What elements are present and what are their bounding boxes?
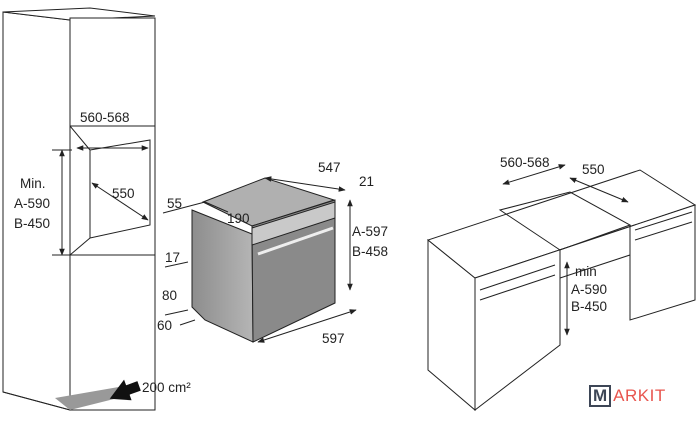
base-cabinet: 560-568 550 min A-590 B-450: [426, 155, 697, 412]
base-height-a: A-590: [571, 282, 607, 297]
oven-height-a: A-597: [352, 224, 388, 239]
oven: 547 21 55 190 A-597 B-458 597 17 80 60: [157, 160, 388, 346]
oven-depth: 547: [318, 160, 341, 175]
logo-box: M: [589, 385, 612, 407]
oven-front-offset: 21: [359, 174, 374, 189]
column-cabinet: 560-568 550 Min. A-590 B-450 200 cm²: [2, 7, 191, 411]
oven-dim-80: 80: [162, 288, 177, 303]
oven-height-b: B-458: [352, 244, 388, 259]
logo-text: ARKIT: [613, 386, 666, 405]
base-niche-depth: 550: [582, 162, 605, 177]
column-height-label: Min.: [20, 176, 46, 191]
base-height-label: min: [575, 264, 597, 279]
oven-side-offset: 55: [167, 196, 182, 211]
column-height-b: B-450: [14, 216, 50, 231]
vent-area: 200 cm²: [142, 380, 191, 395]
oven-dim-17: 17: [165, 250, 180, 265]
column-height-a: A-590: [14, 196, 50, 211]
column-niche-width: 560-568: [80, 110, 130, 125]
base-niche-width: 560-568: [500, 155, 550, 170]
oven-cable: 190: [227, 211, 250, 226]
oven-width: 597: [322, 331, 345, 346]
column-niche-depth: 550: [112, 186, 135, 201]
watermark-logo: M ARKIT: [589, 385, 666, 407]
airflow-arrow-icon: [109, 379, 141, 401]
base-height-b: B-450: [571, 299, 607, 314]
oven-dim-60: 60: [157, 318, 172, 333]
